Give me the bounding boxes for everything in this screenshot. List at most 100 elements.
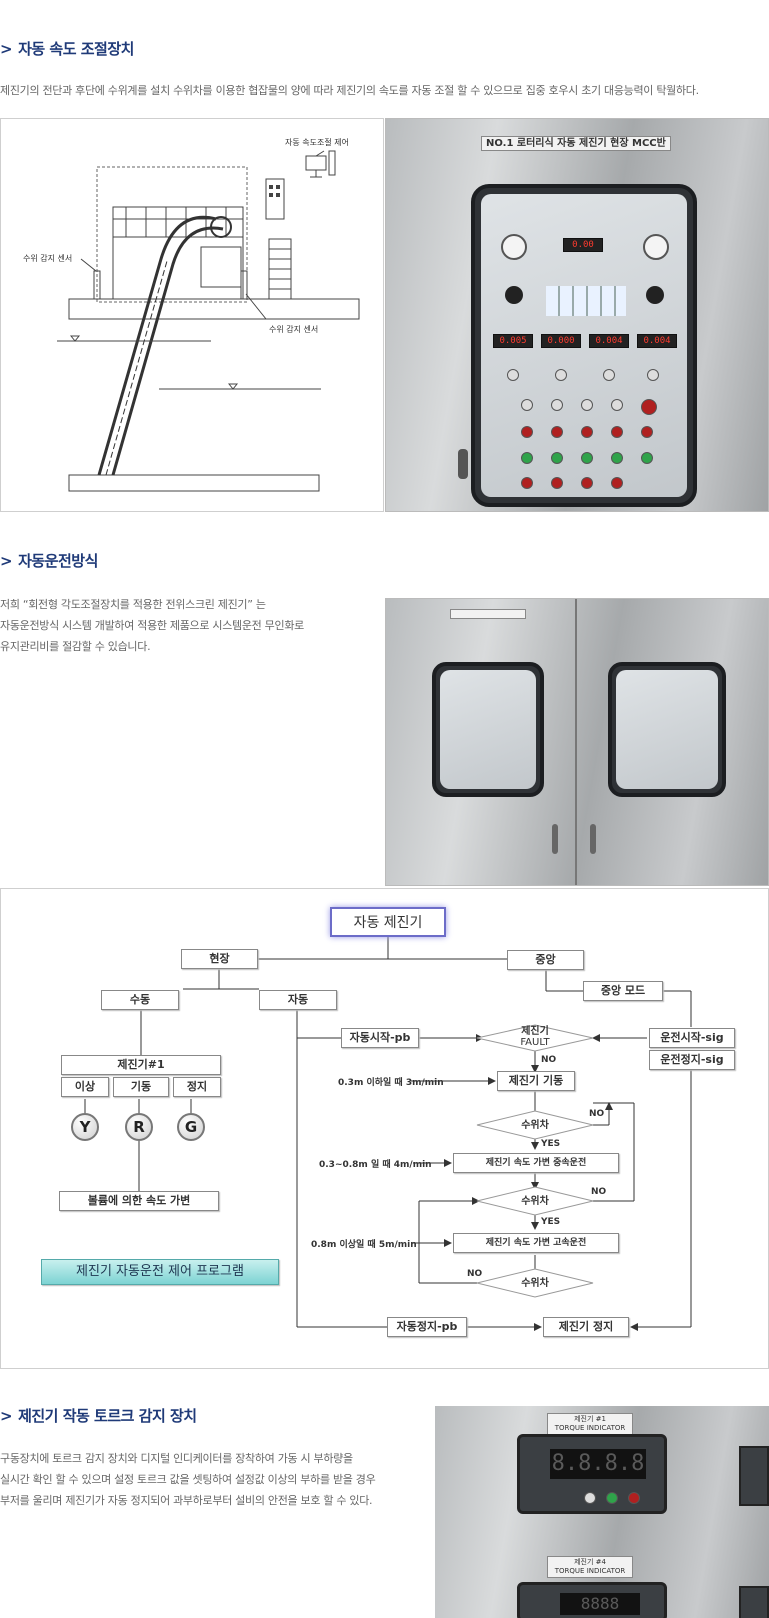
button-icon-r3c4 bbox=[611, 452, 623, 464]
indicator-button-red-icon bbox=[628, 1492, 640, 1504]
flow-node-mid-speed: 제진기 속도 가변 중속운전 bbox=[453, 1153, 619, 1173]
cond-high-speed: 0.8m 이상일 때 5m/min bbox=[311, 1240, 417, 1250]
label-no-1: NO bbox=[541, 1055, 557, 1065]
flow-title-box: 자동 제진기 bbox=[330, 907, 446, 937]
button-icon-r2c1 bbox=[521, 426, 533, 438]
flow-node-auto-stop-pb: 자동정지-pb bbox=[387, 1317, 467, 1337]
cabinet-plate bbox=[450, 609, 526, 619]
switch-icon-3 bbox=[603, 369, 615, 381]
label-yes-2: YES bbox=[541, 1217, 561, 1227]
flowchart-connectors bbox=[84, 937, 692, 1331]
flow-node-run-stop-sig: 운전정지-sig bbox=[649, 1050, 735, 1070]
gauge-right-icon bbox=[643, 234, 669, 260]
button-icon-r1c4 bbox=[611, 399, 623, 411]
label-no-2: NO bbox=[589, 1109, 605, 1119]
button-icon-r2c3 bbox=[581, 426, 593, 438]
indicator-button-green-icon bbox=[606, 1492, 618, 1504]
flow-node-manual: 수동 bbox=[101, 990, 179, 1010]
button-icon-r4c4 bbox=[611, 477, 623, 489]
flow-node-stop: 제진기 정지 bbox=[543, 1317, 629, 1337]
desc-line: 실시간 확인 할 수 있으며 설정 토르크 값을 셋팅하여 설정값 이상의 부하… bbox=[0, 1473, 376, 1486]
switch-icon-2 bbox=[555, 369, 567, 381]
flow-node-auto: 자동 bbox=[259, 990, 337, 1010]
button-icon-r3c3 bbox=[581, 452, 593, 464]
label-sensor-right: 수위 감지 센서 bbox=[269, 325, 319, 334]
button-icon-r2c5 bbox=[641, 426, 653, 438]
door-handle-left-icon bbox=[552, 824, 558, 854]
torque-plate-4: 제진기 #4 TORQUE INDICATOR bbox=[547, 1556, 633, 1578]
label-speed-control: 자동 속도조절 제어 bbox=[285, 138, 349, 147]
mcc-panel-window: 0.00 0.005 0.000 0.004 0.004 bbox=[471, 184, 697, 507]
indicator-button-gray-icon bbox=[584, 1492, 596, 1504]
unit-state-stop: 정지 bbox=[173, 1077, 221, 1097]
led-display-2: 0.000 bbox=[541, 334, 581, 348]
chevron-right-icon: > bbox=[0, 1407, 13, 1425]
section-title-text: 자동 속도 조절장치 bbox=[18, 40, 134, 58]
torque-plate-1: 제진기 #1 TORQUE INDICATOR bbox=[547, 1413, 633, 1435]
desc-line: 구동장치에 토르크 감지 장치와 디지털 인디케이터를 장착하여 가동 시 부하… bbox=[0, 1452, 353, 1465]
section-desc-torque: 구동장치에 토르크 감지 장치와 디지털 인디케이터를 장착하여 가동 시 부하… bbox=[0, 1448, 420, 1511]
cond-mid-speed: 0.3~0.8m 일 때 4m/min bbox=[319, 1160, 432, 1170]
torque-indicator-1: 8.8.8.8 bbox=[517, 1434, 667, 1514]
flow-decision-fault: 제진기 FAULT bbox=[501, 1026, 569, 1048]
button-icon-r2c4 bbox=[611, 426, 623, 438]
mcc-panel-inner: 0.00 0.005 0.000 0.004 0.004 bbox=[481, 194, 687, 497]
dial-knob-icon-2 bbox=[646, 286, 664, 304]
button-icon-r3c5 bbox=[641, 452, 653, 464]
led-display-3: 0.004 bbox=[589, 334, 629, 348]
dial-knob-icon bbox=[505, 286, 523, 304]
cabinet-window-right-inner bbox=[616, 670, 718, 789]
section-title-auto-operation: > 자동운전방식 bbox=[0, 550, 98, 571]
auto-panel-photo bbox=[385, 598, 769, 886]
switch-icon-1 bbox=[507, 369, 519, 381]
lamp-green-icon: G bbox=[177, 1113, 205, 1141]
unit-header: 제진기#1 bbox=[61, 1055, 221, 1075]
cabinet-window-right bbox=[608, 662, 726, 797]
desc-line: 저희 “회전형 각도조절장치를 적용한 전위스크린 제진기” 는 bbox=[0, 598, 266, 611]
cabinet-window-left-inner bbox=[440, 670, 536, 789]
flow-node-central: 중앙 bbox=[507, 950, 584, 970]
flow-decision-level-1: 수위차 bbox=[521, 1120, 549, 1131]
section-title-text: 자동운전방식 bbox=[18, 552, 98, 570]
plate-line: 제진기 #1 bbox=[574, 1415, 606, 1423]
led-display-4: 0.004 bbox=[637, 334, 677, 348]
section-desc-auto-speed: 제진기의 전단과 후단에 수위계를 설치 수위차를 이용한 협잡물의 양에 따라… bbox=[0, 84, 699, 97]
led-display-1: 0.005 bbox=[493, 334, 533, 348]
section-title-text: 제진기 작동 토르크 감지 장치 bbox=[18, 1407, 197, 1425]
button-icon-r4c3 bbox=[581, 477, 593, 489]
label-sensor-left: 수위 감지 센서 bbox=[23, 254, 73, 263]
button-icon-r3c1 bbox=[521, 452, 533, 464]
adjacent-indicator bbox=[739, 1446, 769, 1506]
cabinet-seam bbox=[575, 599, 577, 885]
plate-line: TORQUE INDICATOR bbox=[554, 1424, 626, 1432]
cond-low-speed: 0.3m 이하일 때 3m/min bbox=[338, 1078, 444, 1088]
flow-node-auto-start-pb: 자동시작-pb bbox=[341, 1028, 419, 1048]
lamp-yellow-icon: Y bbox=[71, 1113, 99, 1141]
flow-node-run-start-sig: 운전시작-sig bbox=[649, 1028, 735, 1048]
section-title-torque: > 제진기 작동 토르크 감지 장치 bbox=[0, 1405, 197, 1426]
desc-line: 자동운전방식 시스템 개발하여 적용한 제품으로 시스템운전 무인화로 bbox=[0, 619, 304, 632]
flow-node-field: 현장 bbox=[181, 949, 258, 969]
volume-speed-box: 볼륨에 의한 속도 가변 bbox=[59, 1191, 219, 1211]
chevron-right-icon: > bbox=[0, 552, 13, 570]
button-icon-r4c1 bbox=[521, 477, 533, 489]
lamp-red-icon: R bbox=[125, 1113, 153, 1141]
section-title-auto-speed: > 자동 속도 조절장치 bbox=[0, 38, 134, 59]
flow-node-central-mode: 중앙 모드 bbox=[583, 981, 663, 1001]
gauge-left-icon bbox=[501, 234, 527, 260]
button-icon-r3c2 bbox=[551, 452, 563, 464]
chevron-right-icon: > bbox=[0, 40, 13, 58]
mcc-panel-photo: NO.1 로터리식 자동 제진기 현장 MCC반 0.00 0.005 0.00… bbox=[385, 118, 769, 512]
fault-line: FAULT bbox=[520, 1037, 550, 1048]
screen-structure-drawing bbox=[57, 150, 360, 492]
button-icon-r2c2 bbox=[551, 426, 563, 438]
program-badge: 제진기 자동운전 제어 프로그램 bbox=[41, 1259, 279, 1285]
section-desc-auto-operation: 저희 “회전형 각도조절장치를 적용한 전위스크린 제진기” 는 자동운전방식 … bbox=[0, 594, 370, 657]
label-yes-1: YES bbox=[541, 1139, 561, 1149]
flow-decision-level-3: 수위차 bbox=[521, 1278, 549, 1289]
door-handle-right-icon bbox=[590, 824, 596, 854]
torque-indicator-photo: 제진기 #1 TORQUE INDICATOR 8.8.8.8 제진기 #4 T… bbox=[435, 1406, 769, 1618]
plate-line: TORQUE INDICATOR bbox=[554, 1567, 626, 1575]
speed-control-drawing: 자동 속도조절 제어 수위 감지 센서 수위 감지 센서 bbox=[0, 118, 384, 512]
led-display-top: 0.00 bbox=[563, 238, 603, 252]
